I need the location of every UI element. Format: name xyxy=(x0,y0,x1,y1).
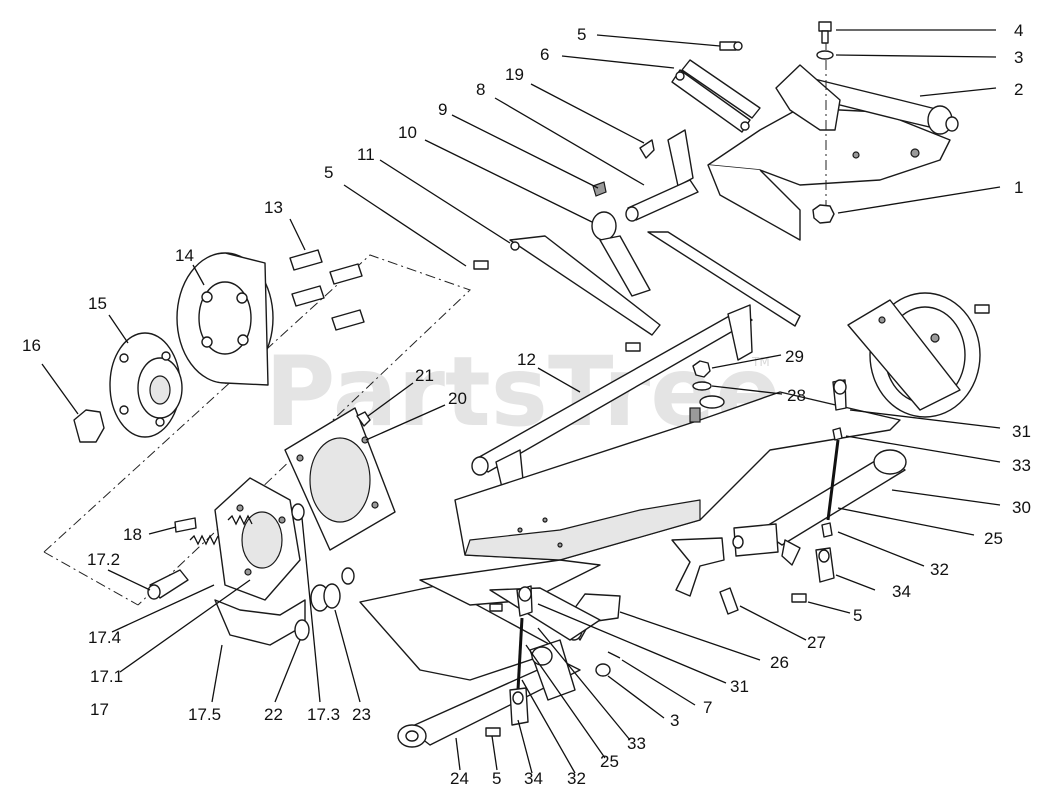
part-5-pin-right xyxy=(791,593,807,603)
label-34: 34 xyxy=(524,769,543,788)
label-33: 33 xyxy=(627,734,646,753)
pedal-bracket-plate xyxy=(707,107,951,241)
label-6: 6 xyxy=(540,45,549,64)
part-23-washer-2 xyxy=(323,583,341,609)
label-17: 17 xyxy=(90,700,109,719)
label-17-1: 17.1 xyxy=(90,667,123,686)
part-5-pin-lower xyxy=(625,342,641,352)
part-11-rod xyxy=(509,231,801,336)
label-2: 2 xyxy=(1014,80,1023,99)
label-5: 5 xyxy=(853,606,862,625)
label-12: 12 xyxy=(517,350,536,369)
part-13-bolts xyxy=(289,249,365,331)
label-28: 28 xyxy=(787,386,806,405)
part-18-bolt xyxy=(174,517,197,533)
label-1: 1 xyxy=(1014,178,1023,197)
part-28-washer-2 xyxy=(699,395,725,409)
label-23: 23 xyxy=(352,705,371,724)
label-17-2: 17.2 xyxy=(87,550,120,569)
part-9-key xyxy=(592,181,607,197)
part-17-3-ring xyxy=(291,503,305,521)
label-29: 29 xyxy=(785,347,804,366)
label-5: 5 xyxy=(577,25,586,44)
part-5-pin-bottom xyxy=(485,727,501,737)
part-5-pin-frame xyxy=(489,603,503,612)
label-30: 30 xyxy=(1012,498,1031,517)
part-3-washer-lower xyxy=(595,663,611,677)
label-26: 26 xyxy=(770,653,789,672)
lower-lever-frame xyxy=(359,559,601,681)
label-4: 4 xyxy=(1014,21,1023,40)
part-7-cotter xyxy=(607,651,621,659)
part-10-arm xyxy=(591,211,651,297)
callout-labels: 4 3 2 1 5 6 19 8 9 10 11 5 13 14 15 16 1… xyxy=(22,21,1031,788)
part-27-bolt xyxy=(719,587,739,615)
label-31: 31 xyxy=(730,677,749,696)
label-20: 20 xyxy=(448,389,467,408)
label-11: 11 xyxy=(357,145,375,164)
label-18: 18 xyxy=(123,525,142,544)
label-17-4: 17.4 xyxy=(88,628,121,647)
part-19-cotter-pin xyxy=(639,139,655,159)
part-2-bracket xyxy=(775,40,841,205)
label-3: 3 xyxy=(1014,48,1023,67)
label-22: 22 xyxy=(264,705,283,724)
label-16: 16 xyxy=(22,336,41,355)
label-14: 14 xyxy=(175,246,194,265)
label-32: 32 xyxy=(567,769,586,788)
axle-spacer xyxy=(341,567,355,585)
right-linkage xyxy=(815,379,847,583)
part-5-pin-top xyxy=(719,41,743,51)
part-15-flange xyxy=(109,332,183,438)
right-brake-drum xyxy=(847,292,990,418)
left-linkage xyxy=(509,585,533,726)
part-20-backing-plate xyxy=(284,407,396,551)
label-19: 19 xyxy=(505,65,524,84)
part-17-1-brake-plate xyxy=(214,477,301,601)
part-21-nut xyxy=(356,411,371,427)
label-5: 5 xyxy=(324,163,333,182)
label-34: 34 xyxy=(892,582,911,601)
label-5: 5 xyxy=(492,769,501,788)
part-1-nut xyxy=(812,204,835,224)
part-29-nut xyxy=(692,360,711,378)
part-28-washer xyxy=(692,381,712,391)
frame-bolt xyxy=(689,407,701,423)
label-17-3: 17.3 xyxy=(307,705,340,724)
part-30-shaft xyxy=(732,449,907,566)
part-16-nut xyxy=(73,409,105,443)
part-5-pin-mid xyxy=(473,260,489,270)
label-24: 24 xyxy=(450,769,469,788)
label-31: 31 xyxy=(1012,422,1031,441)
label-32: 32 xyxy=(930,560,949,579)
part-14-brake-drum xyxy=(176,252,274,386)
label-33: 33 xyxy=(1012,456,1031,475)
label-15: 15 xyxy=(88,294,107,313)
label-3: 3 xyxy=(670,711,679,730)
label-25: 25 xyxy=(984,529,1003,548)
frame-plate xyxy=(454,391,901,561)
part-17-2-pin xyxy=(147,569,189,600)
label-9: 9 xyxy=(438,100,447,119)
leader-lines xyxy=(41,29,1001,774)
label-27: 27 xyxy=(807,633,826,652)
label-7: 7 xyxy=(703,698,712,717)
part-8-arm xyxy=(625,129,699,222)
label-13: 13 xyxy=(264,198,283,217)
part-24-lever xyxy=(397,639,581,748)
part-6-links xyxy=(671,59,761,133)
part-3-washer xyxy=(816,50,834,60)
part-17-5-shoe xyxy=(214,599,306,646)
part-17-4-springs xyxy=(189,514,253,546)
label-25: 25 xyxy=(600,752,619,771)
label-8: 8 xyxy=(476,80,485,99)
label-10: 10 xyxy=(398,123,417,142)
part-4-bolt xyxy=(818,21,832,44)
label-17-5: 17.5 xyxy=(188,705,221,724)
label-21: 21 xyxy=(415,366,434,385)
part-22-ring xyxy=(294,619,310,641)
